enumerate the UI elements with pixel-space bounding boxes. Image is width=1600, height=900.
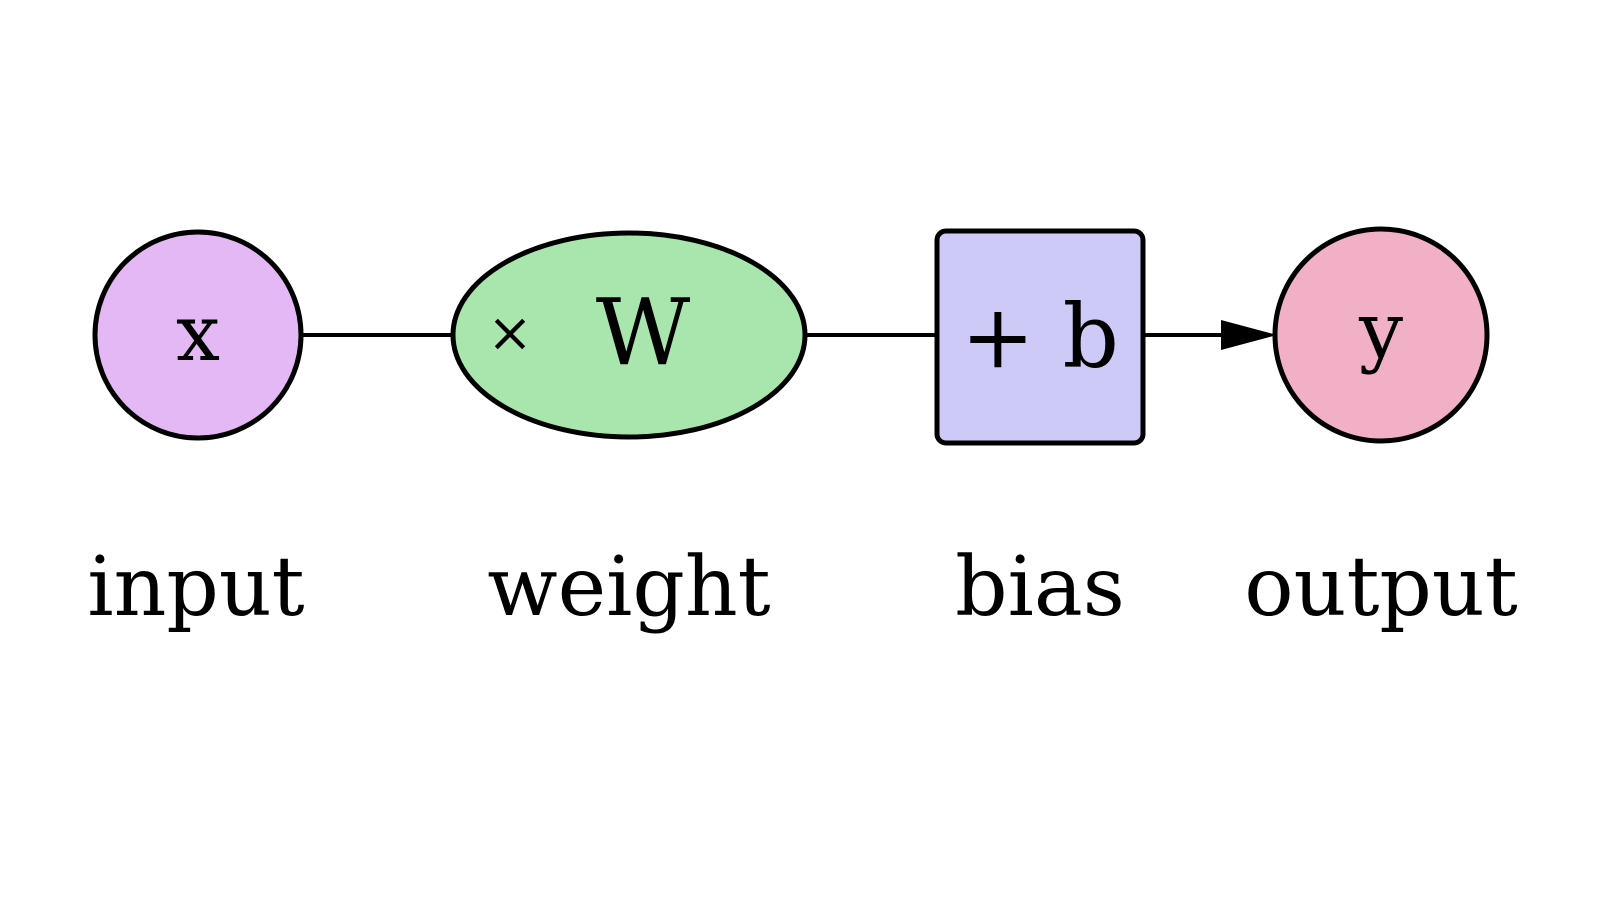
arrowhead-to-output	[1221, 320, 1277, 350]
bias-caption: bias	[955, 540, 1125, 635]
weight-symbol: W	[596, 279, 691, 386]
input-node-circle	[92, 229, 304, 441]
bias-symbol: + b	[961, 285, 1119, 388]
bias-node: + b	[934, 228, 1146, 446]
output-caption: output	[1244, 540, 1517, 635]
weight-node-ellipse	[450, 230, 808, 440]
output-symbol: y	[1358, 286, 1403, 376]
weight-caption: weight	[487, 540, 770, 635]
input-node: x	[92, 229, 304, 441]
output-node: y	[1272, 226, 1490, 444]
input-symbol: x	[176, 289, 220, 379]
multiply-operator: ×	[487, 301, 532, 364]
bias-node-box	[934, 228, 1146, 446]
output-node-circle	[1272, 226, 1490, 444]
input-caption: input	[87, 540, 304, 635]
weight-node: × W	[450, 230, 808, 440]
